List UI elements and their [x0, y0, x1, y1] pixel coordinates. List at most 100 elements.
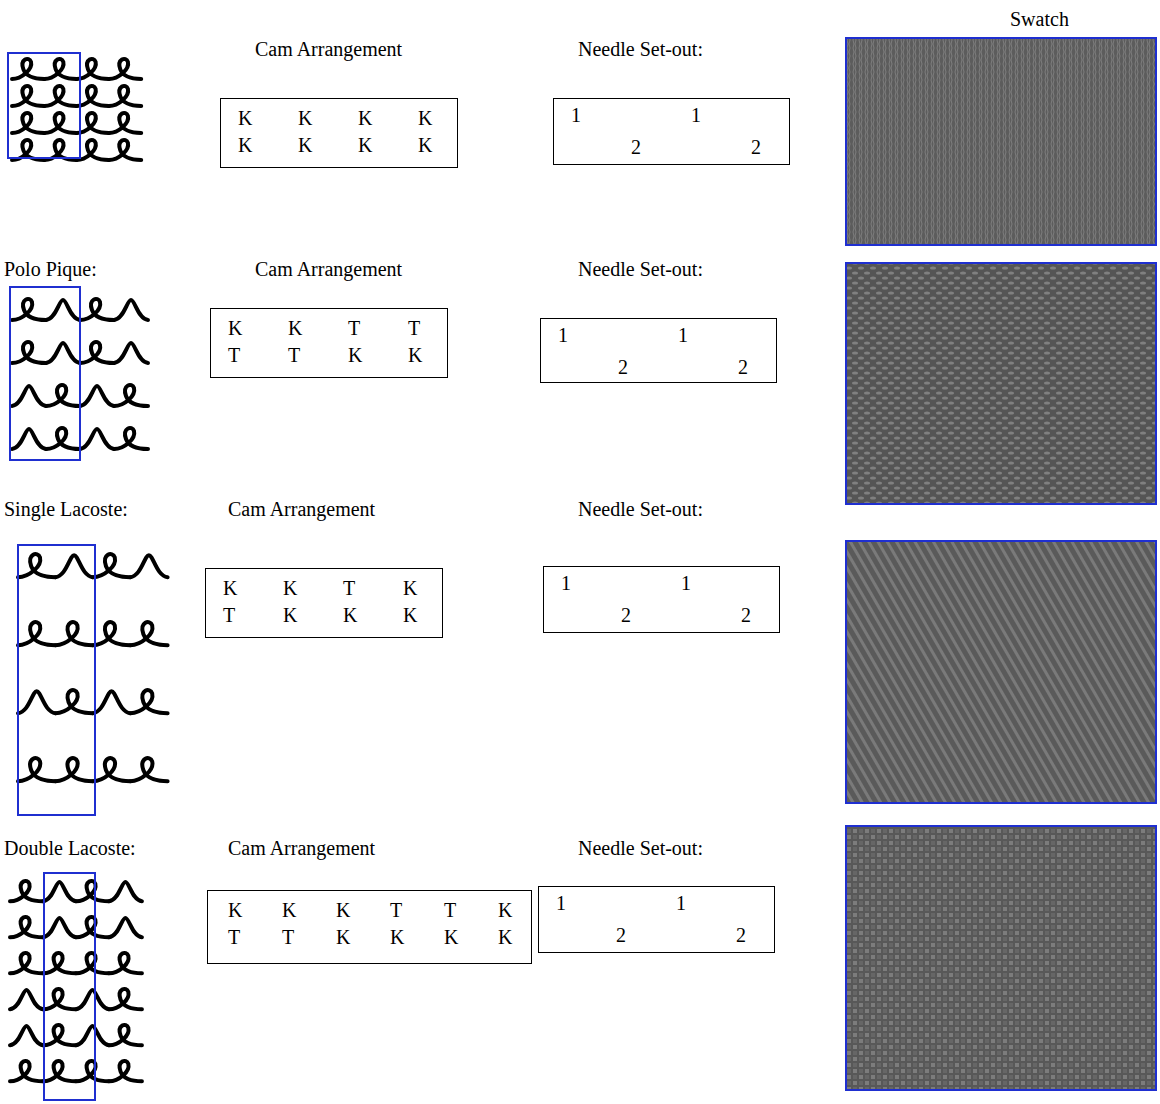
swatch-double-lacoste: [846, 826, 1156, 1090]
cell-value: 1: [556, 892, 566, 915]
repeat-frame: [44, 873, 95, 1100]
needle-setout-box: 1122: [538, 886, 775, 953]
stitch-loop: [10, 953, 43, 973]
stitch-loop: [43, 918, 76, 937]
section-heading: Cam Arrangement: [255, 38, 402, 61]
needle-setout-box: 1122: [543, 566, 780, 633]
stitch-loop: [130, 622, 167, 645]
stitch-loop: [76, 1061, 109, 1081]
section-heading: Cam Arrangement: [255, 258, 402, 281]
section-heading: Cam Arrangement: [228, 837, 375, 860]
cell-value: K: [418, 107, 432, 130]
stitch-loop: [12, 429, 46, 449]
cell-value: K: [444, 926, 458, 949]
cam-arrangement-box: KKTKTKKK: [205, 568, 443, 638]
cell-value: K: [343, 604, 357, 627]
stitch-loop: [12, 86, 44, 106]
cell-value: T: [282, 926, 294, 949]
stitch-loop: [43, 1025, 76, 1045]
cell-value: 1: [558, 324, 568, 347]
stitch-loop: [76, 990, 109, 1009]
stitch-loop: [18, 554, 55, 577]
stitch-loop: [109, 1061, 142, 1081]
stitch-loop: [55, 758, 92, 781]
stitch-loop: [46, 343, 80, 363]
cell-value: 2: [616, 924, 626, 947]
stitch-loop: [18, 622, 55, 645]
cell-value: K: [358, 134, 372, 157]
cell-value: K: [358, 107, 372, 130]
cell-value: 1: [571, 104, 581, 127]
cell-value: 1: [676, 892, 686, 915]
stitch-loop: [109, 59, 141, 79]
stitch-loop: [80, 429, 114, 449]
stitch-loop: [109, 953, 142, 973]
cell-value: K: [408, 344, 422, 367]
repeat-frame: [18, 545, 95, 815]
cell-value: K: [336, 926, 350, 949]
cell-value: K: [403, 577, 417, 600]
cell-value: T: [223, 604, 235, 627]
swatch-single-lacoste: [846, 541, 1156, 803]
stitch-loop: [12, 113, 44, 133]
stitch-loop: [80, 299, 114, 320]
stitch-loop: [130, 690, 167, 713]
stitch-loop: [109, 918, 142, 937]
cell-value: K: [238, 107, 252, 130]
stitch-loop: [76, 881, 109, 901]
stitch-loop: [109, 1025, 142, 1045]
stitch-loop: [43, 882, 76, 901]
stitch-loop: [80, 386, 114, 406]
cam-arrangement-box: KKKKKKKK: [220, 98, 458, 168]
stitch-loop: [43, 1061, 76, 1081]
stitch-loop: [44, 140, 76, 160]
repeat-frame: [10, 287, 80, 460]
cell-value: T: [444, 899, 456, 922]
needle-setout-box: 1122: [540, 318, 777, 383]
cell-value: T: [228, 926, 240, 949]
stitch-loop: [10, 990, 43, 1009]
cell-value: 2: [738, 356, 748, 379]
stitch-loop: [76, 917, 109, 937]
cam-arrangement-box: KKTTTTKK: [210, 308, 448, 378]
stitch-loop: [44, 113, 76, 133]
stitch-loop: [43, 989, 76, 1009]
stitch-loop: [55, 690, 92, 713]
cell-value: 2: [751, 136, 761, 159]
column-heading: Swatch: [1010, 8, 1069, 31]
stitch-loop: [80, 342, 114, 363]
cell-value: K: [282, 899, 296, 922]
cell-value: 1: [691, 104, 701, 127]
section-heading: Cam Arrangement: [228, 498, 375, 521]
swatch-polo: [846, 263, 1156, 504]
cell-value: K: [418, 134, 432, 157]
cell-value: T: [288, 344, 300, 367]
stitch-loop: [44, 86, 76, 106]
stitch-loop: [109, 86, 141, 106]
cell-value: K: [348, 344, 362, 367]
cell-value: 1: [681, 572, 691, 595]
stitch-loop: [18, 758, 55, 781]
stitch-loop: [109, 989, 142, 1009]
stitch-loop: [18, 691, 55, 713]
cell-value: 1: [561, 572, 571, 595]
cell-value: K: [498, 899, 512, 922]
cell-value: K: [298, 107, 312, 130]
stitch-loop: [114, 300, 148, 320]
stitch-loop: [93, 758, 130, 781]
cell-value: T: [348, 317, 360, 340]
repeat-frame: [8, 53, 80, 158]
stitch-loop: [46, 300, 80, 320]
section-heading: Needle Set-out:: [578, 258, 703, 281]
stitch-loop: [44, 59, 76, 79]
stitch-loop: [12, 299, 46, 320]
cell-value: 2: [631, 136, 641, 159]
stitch-loop: [76, 953, 109, 973]
cell-value: 2: [621, 604, 631, 627]
cell-value: K: [298, 134, 312, 157]
stitch-loop: [10, 1061, 43, 1081]
swatch-jersey: [846, 38, 1156, 245]
stitch-loop: [130, 758, 167, 781]
fabric-name: Double Lacoste:: [4, 837, 136, 860]
cell-value: K: [283, 577, 297, 600]
